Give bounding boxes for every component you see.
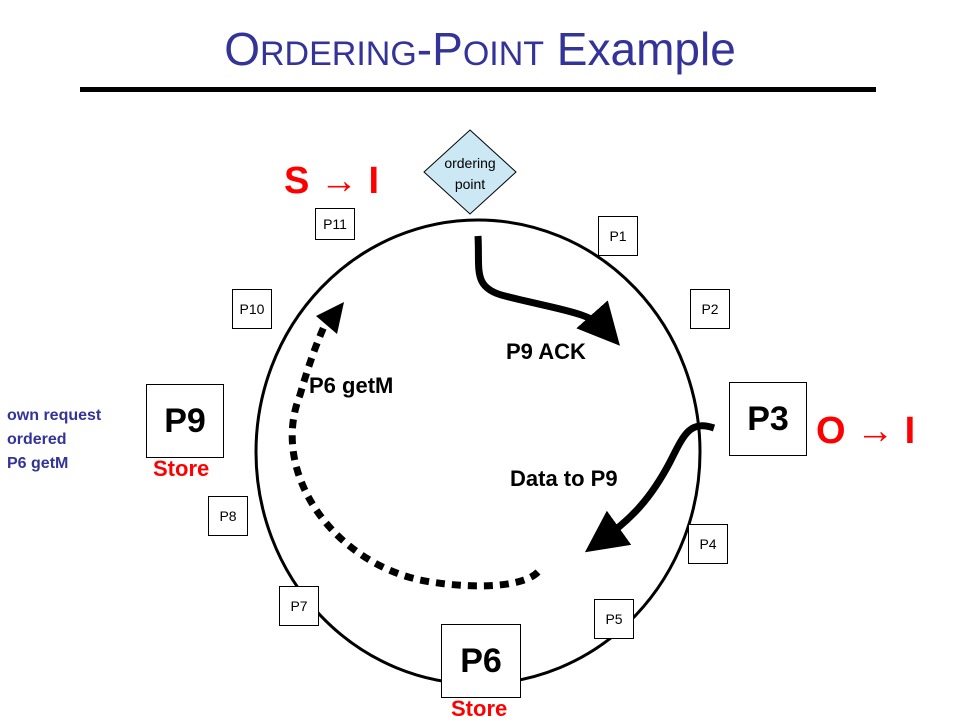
side-note: own request ordered P6 getM <box>7 404 101 476</box>
ordering-point-diamond <box>423 129 517 215</box>
node-p9: P9 <box>146 384 224 458</box>
p6-getm-arrowhead <box>316 302 344 334</box>
label-p9-ack: P9 ACK <box>506 339 586 364</box>
data-to-p9-arrow <box>584 422 716 553</box>
store-label-p6: Store <box>451 696 508 721</box>
label-p6-getm: P6 getM <box>309 373 394 398</box>
node-p1: P1 <box>598 216 638 256</box>
transition-s-to-i: S → I <box>284 160 380 202</box>
title-rule <box>80 87 876 92</box>
p9-ack-arrow <box>474 235 620 346</box>
side-note-line2: ordered <box>7 431 67 448</box>
label-data-to-p9: Data to P9 <box>510 466 618 491</box>
side-note-line1: own request <box>7 407 102 424</box>
title-dash: - <box>416 23 433 75</box>
title-part1-rest: RDERING <box>260 35 417 73</box>
node-p10: P10 <box>232 289 272 329</box>
ordering-point-line2: point <box>454 176 486 192</box>
node-p4: P4 <box>688 524 728 564</box>
slide-title: ORDERING-POINT Example <box>0 22 960 81</box>
ordering-point-label: ordering point <box>424 153 516 195</box>
node-p5: P5 <box>594 599 634 639</box>
node-p3: P3 <box>729 382 807 456</box>
title-part2-cap: P <box>432 23 463 75</box>
side-note-line3: P6 getM <box>7 455 69 472</box>
title-part2-rest: OINT <box>462 35 545 73</box>
node-p8: P8 <box>208 496 248 536</box>
node-p6: P6 <box>441 624 521 698</box>
store-label-p9: Store <box>153 456 210 481</box>
node-p7: P7 <box>279 586 319 626</box>
transition-o-to-i: O → I <box>816 410 916 452</box>
p6-getm-arrow <box>288 320 541 590</box>
node-p11: P11 <box>315 208 355 240</box>
title-part1-cap: O <box>224 23 260 75</box>
node-p2: P2 <box>690 289 730 329</box>
title-part3: Example <box>544 23 736 75</box>
ordering-point-line1: ordering <box>444 155 496 171</box>
